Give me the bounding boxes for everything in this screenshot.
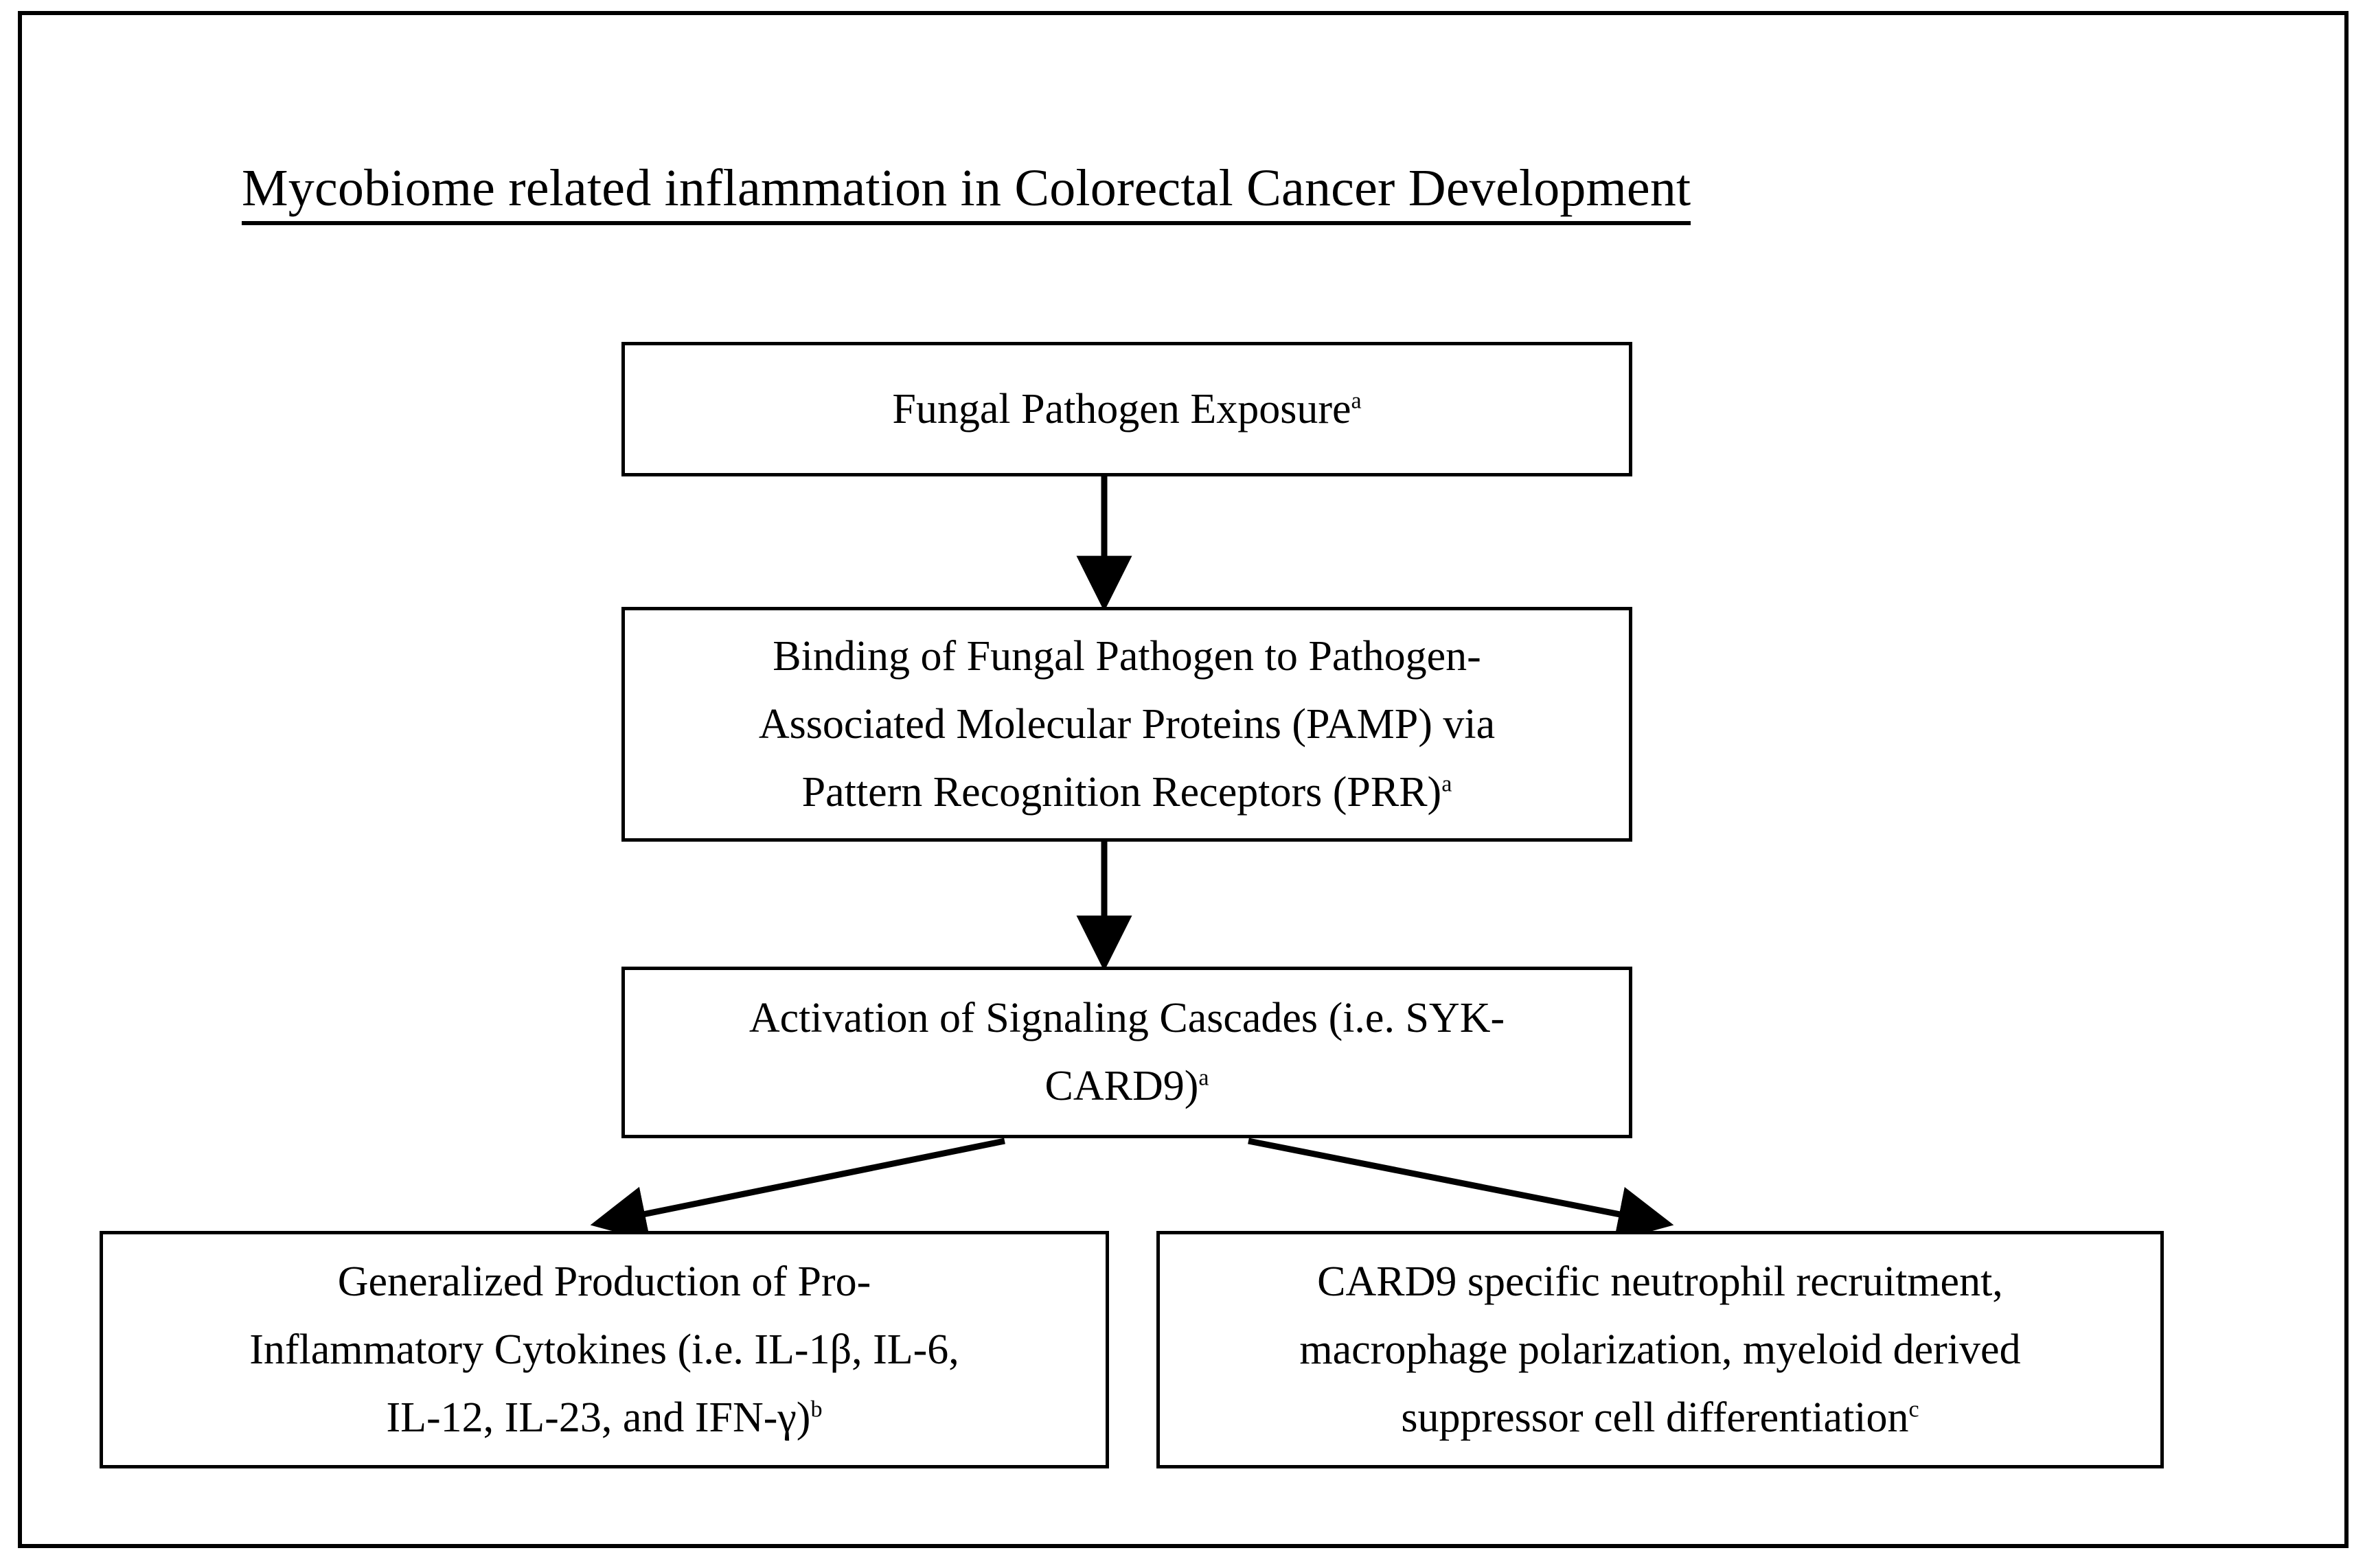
node-proinflammatory-cytokines: Generalized Production of Pro- Inflammat… xyxy=(100,1231,1109,1468)
node-line: macrophage polarization, myeloid derived xyxy=(1299,1326,2021,1373)
node-line: suppressor cell differentiationc xyxy=(1299,1384,2020,1452)
footnote-marker: c xyxy=(1908,1396,1919,1422)
node-line: Fungal Pathogen Exposurea xyxy=(892,385,1362,433)
node-fungal-pathogen-exposure: Fungal Pathogen Exposurea xyxy=(621,342,1632,476)
node-fungal-pathogen-exposure-text: Fungal Pathogen Exposurea xyxy=(874,376,1379,443)
figure-title-text: Mycobiome related inflammation in Colore… xyxy=(242,159,1691,225)
node-line: CARD9 specific neutrophil recruitment, xyxy=(1317,1258,2003,1305)
node-line-text: IL-12, IL-23, and IFN-γ) xyxy=(386,1394,811,1441)
node-line-text: Pattern Recognition Receptors (PRR) xyxy=(801,768,1442,816)
node-line: Inflammatory Cytokines (i.e. IL-1β, IL-6… xyxy=(249,1326,959,1373)
node-pamp-prr-binding-text: Binding of Fungal Pathogen to Pathogen- … xyxy=(741,623,1513,827)
footnote-marker: a xyxy=(1441,770,1452,796)
figure-title: Mycobiome related inflammation in Colore… xyxy=(242,152,2027,225)
footnote-marker: a xyxy=(1198,1065,1209,1091)
node-line: Pattern Recognition Receptors (PRR)a xyxy=(759,759,1495,827)
node-line: Associated Molecular Proteins (PAMP) via xyxy=(758,700,1496,748)
node-line-text: suppressor cell differentiation xyxy=(1401,1394,1909,1441)
node-line: Generalized Production of Pro- xyxy=(337,1258,871,1305)
node-line-text: CARD9) xyxy=(1044,1063,1199,1109)
node-card9-specific-effects: CARD9 specific neutrophil recruitment, m… xyxy=(1156,1231,2164,1468)
node-signaling-cascade-activation: Activation of Signaling Cascades (i.e. S… xyxy=(621,967,1632,1138)
node-signaling-cascade-activation-text: Activation of Signaling Cascades (i.e. S… xyxy=(731,984,1522,1120)
node-line: CARD9)a xyxy=(749,1052,1505,1120)
node-pamp-prr-binding: Binding of Fungal Pathogen to Pathogen- … xyxy=(621,607,1632,842)
footnote-marker: a xyxy=(1351,387,1362,413)
footnote-marker: b xyxy=(810,1396,823,1422)
node-proinflammatory-cytokines-text: Generalized Production of Pro- Inflammat… xyxy=(231,1248,977,1452)
node-line: Activation of Signaling Cascades (i.e. S… xyxy=(749,995,1505,1041)
node-line: IL-12, IL-23, and IFN-γ)b xyxy=(249,1384,959,1452)
node-card9-specific-effects-text: CARD9 specific neutrophil recruitment, m… xyxy=(1281,1248,2038,1452)
node-line: Binding of Fungal Pathogen to Pathogen- xyxy=(773,632,1481,680)
